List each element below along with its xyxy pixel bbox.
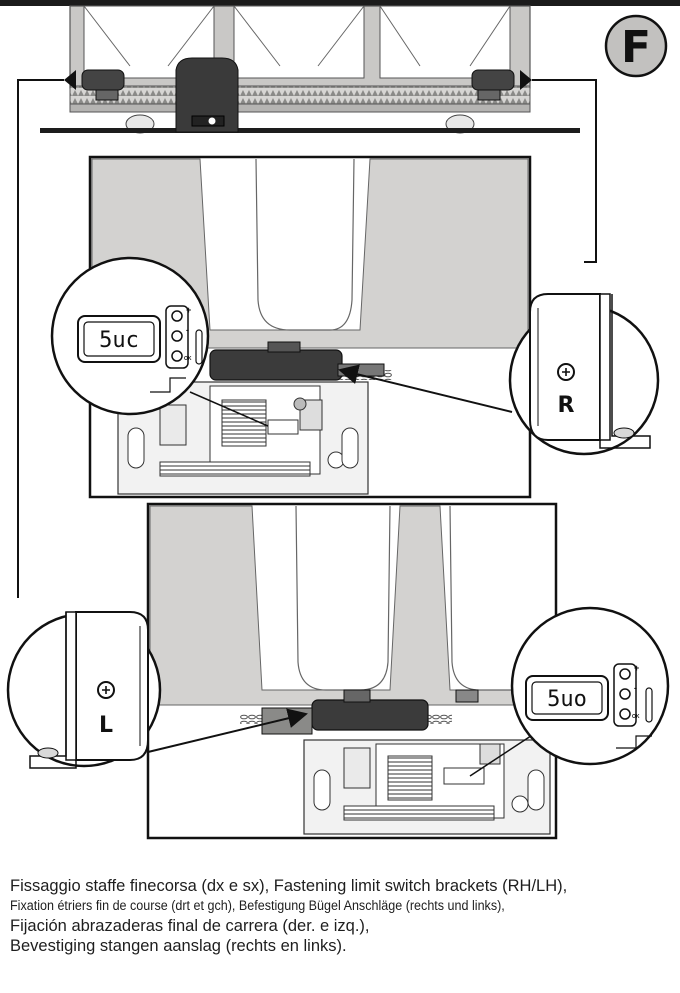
detail-left-bracket (146, 502, 558, 840)
caption-line-italian-english: Fissaggio staffe finecorsa (dx e sx), Fa… (10, 877, 568, 895)
caption-line-dutch: Bevestiging stangen aanslag (rechts en l… (10, 937, 347, 955)
gate-overview (40, 5, 580, 134)
connector-lines (17, 79, 597, 598)
caption-line-french-german: Fixation étriers fin de course (drt et g… (10, 898, 505, 913)
badge-letter: F (621, 22, 651, 73)
minus-button-icon (171, 330, 183, 342)
ok-button-icon (619, 708, 631, 720)
display-readout-bottom: 5uo (547, 687, 587, 712)
plus-label: + (634, 663, 639, 673)
ok-button-icon (171, 350, 183, 362)
figure-badge: F (604, 14, 668, 78)
minus-button-icon (619, 688, 631, 700)
ok-label: OK (632, 714, 640, 720)
lens-right-bracket: R (508, 293, 660, 456)
display-lens-top: 5uc + - OK (50, 256, 210, 416)
display-readout-top: 5uc (99, 328, 139, 353)
plus-button-icon (619, 668, 631, 680)
minus-label: - (634, 683, 637, 693)
caption-line-spanish: Fijación abrazaderas final de carrera (d… (10, 917, 370, 935)
plus-button-icon (171, 310, 183, 322)
plus-label: + (186, 305, 191, 315)
label-left: L (99, 713, 113, 738)
lens-left-bracket: L (6, 611, 162, 769)
minus-label: - (186, 325, 189, 335)
caption: Fissaggio staffe finecorsa (dx e sx), Fa… (10, 876, 675, 956)
display-lens-bottom: 5uo + - OK (510, 606, 670, 766)
label-right: R (558, 393, 575, 418)
ok-label: OK (184, 356, 192, 362)
